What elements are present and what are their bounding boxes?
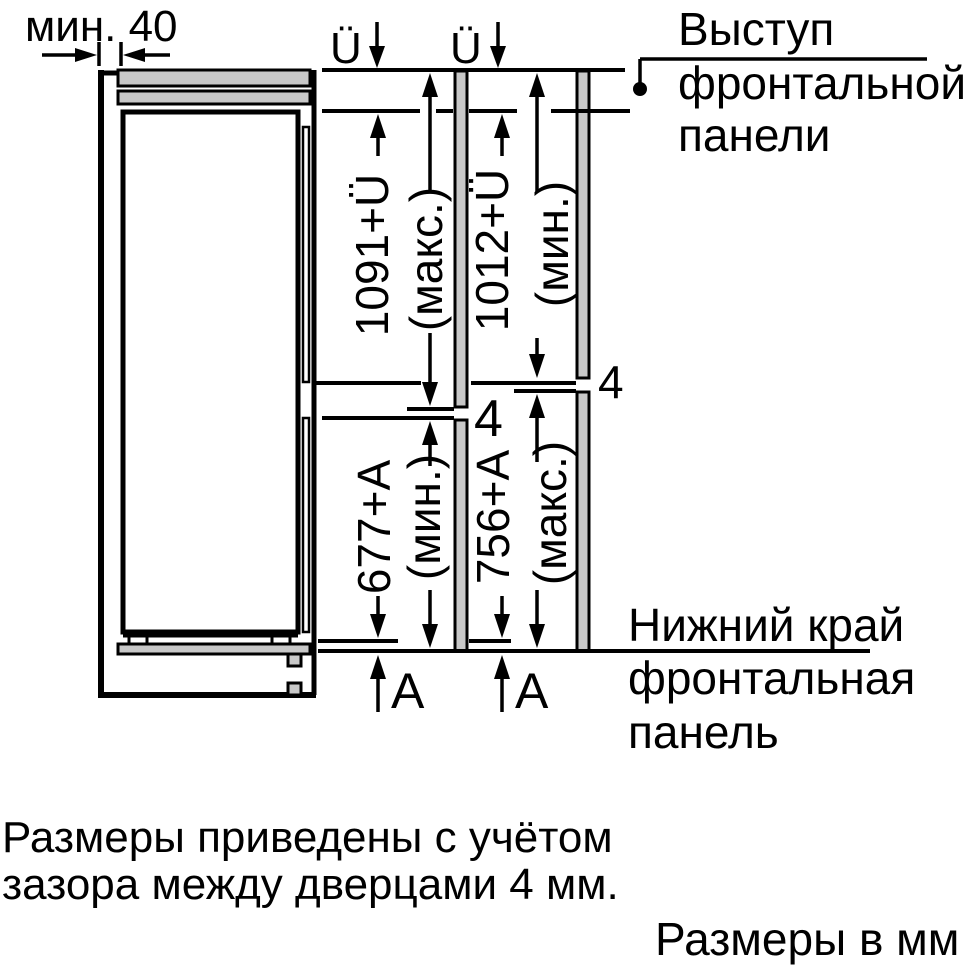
min-gap-arrow-right (123, 48, 170, 62)
lower-dim-right-arrows (529, 394, 545, 648)
overhang-symbol-right: Ü (450, 24, 482, 73)
front-panels (453, 69, 591, 653)
note-line1: Размеры приведены с учётом (2, 813, 613, 862)
protrusion-label-line3: панели (678, 109, 831, 161)
dimension-lines (97, 42, 927, 653)
protrusion-leader-dot (633, 82, 647, 96)
upper-left-dimension: 1091+Ü (346, 174, 398, 336)
overhang-arrow-right (490, 22, 506, 68)
bottom-offset-symbol-left: A (391, 663, 425, 719)
note-line2: зазора между дверцами 4 мм. (2, 860, 619, 909)
min-gap-label: мин. 40 (25, 2, 178, 51)
lower-right-dimension-note: (макс.) (524, 441, 576, 585)
upper-right-dimension: 1012+Ü (466, 169, 518, 331)
overhang-up-arrow-right (494, 114, 510, 156)
door-hinge-strip-lower (301, 416, 311, 634)
cabinet (98, 68, 317, 698)
bottom-offset-arrow-right (494, 596, 510, 712)
overhang-up-arrow-left (370, 114, 386, 156)
lower-dim-left-arrows (422, 421, 438, 648)
protrusion-label-line2: фронтальной (678, 57, 966, 109)
bottom-offset-arrow-left (370, 596, 386, 712)
door-hinge-strip-upper (301, 125, 311, 384)
lower-left-dimension-note: (мин.) (398, 454, 450, 580)
upper-left-dimension-note: (макс.) (400, 187, 452, 331)
units-label: Размеры в мм (655, 913, 959, 965)
appliance-door (120, 109, 301, 635)
door-gap-value-left: 4 (474, 390, 503, 448)
overhang-symbol-left: Ü (330, 24, 362, 73)
front-panel-min-upper (575, 69, 591, 380)
lower-right-dimension: 756+A (467, 450, 519, 585)
overhang-arrow-left (369, 22, 385, 68)
dimension-arrows (42, 22, 545, 712)
bottom-bracket-upper (286, 652, 303, 668)
min-gap-arrow-left (42, 48, 97, 62)
bottom-edge-label-line2: фронтальная (628, 652, 915, 704)
lower-left-dimension: 677+A (348, 460, 400, 595)
plinth-rail (116, 642, 312, 656)
bottom-offset-symbol-right: A (515, 663, 549, 719)
upper-dim-left-arrows (422, 73, 438, 406)
protrusion-label-line1: Выступ (678, 3, 834, 55)
upper-dim-right-arrows (529, 73, 545, 378)
upper-right-dimension-note: (мин.) (526, 181, 578, 307)
bottom-edge-label-line1: Нижний край (628, 599, 904, 651)
bottom-edge-label-line3: панель (628, 706, 779, 758)
top-mounting-rail-lower (116, 89, 312, 106)
door-gap-value-right: 4 (598, 356, 624, 408)
top-mounting-rail-upper (116, 68, 312, 88)
front-panel-max-lower (453, 418, 469, 653)
bottom-bracket-lower (286, 681, 303, 697)
front-panel-min-lower (575, 390, 591, 653)
